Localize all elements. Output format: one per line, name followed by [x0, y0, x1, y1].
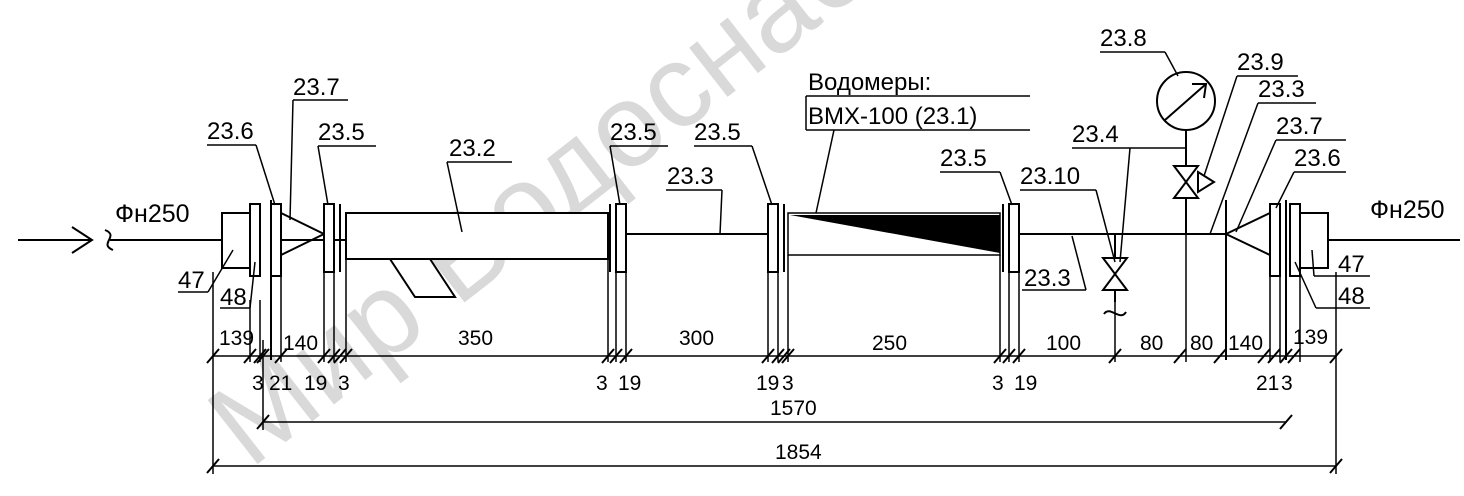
dim-140-left: 140	[283, 332, 318, 355]
flange-23-5-b	[615, 203, 627, 273]
dim-3-c: 3	[596, 372, 608, 395]
inlet-arrow	[18, 226, 222, 254]
callout-47-right: 47	[1338, 251, 1365, 278]
callout-23-2: 23.2	[449, 135, 496, 162]
flange-23-5-a	[323, 203, 335, 273]
dim-total-1570: 1570	[770, 397, 817, 420]
flange-23-5-c	[767, 203, 779, 273]
dim-21-a: 21	[269, 372, 292, 395]
connector-47-left	[221, 212, 251, 269]
flange-48-right	[1289, 203, 1301, 277]
dim-3-d: 3	[782, 372, 794, 395]
callout-48-left: 48	[220, 284, 247, 311]
pipe-inlet-label: Фн250	[115, 200, 190, 228]
dim-3-b: 3	[338, 372, 350, 395]
reducer-23-7-right	[1223, 211, 1271, 257]
callout-23-5-c: 23.5	[694, 119, 741, 146]
dim-350: 350	[458, 327, 493, 350]
dim-139-left: 139	[219, 327, 254, 350]
reducer-23-7-left	[280, 211, 327, 257]
dim-300: 300	[679, 327, 714, 350]
callout-leaders	[178, 51, 1370, 309]
callout-47-left: 47	[178, 267, 205, 294]
dim-250: 250	[872, 332, 907, 355]
dim-19-c: 19	[756, 372, 779, 395]
callout-23-6-right: 23.6	[1294, 145, 1341, 172]
dimension-ticks	[206, 348, 1343, 474]
callout-23-3-a: 23.3	[667, 163, 714, 190]
callout-23-7-right: 23.7	[1276, 113, 1323, 140]
dim-19-a: 19	[304, 372, 327, 395]
connector-47-right	[1299, 212, 1329, 269]
dim-19-b: 19	[618, 372, 641, 395]
dim-3-e: 3	[992, 372, 1004, 395]
flange-23-5-d	[1008, 203, 1020, 273]
dim-21-b: 21	[1256, 372, 1279, 395]
callout-23-3-c: 23.3	[1024, 265, 1071, 292]
pipe-outlet-label: Фн250	[1370, 196, 1445, 224]
dim-80-b: 80	[1190, 332, 1213, 355]
callout-23-5-b: 23.5	[610, 119, 657, 146]
meter-model: ВМХ-100 (23.1)	[808, 103, 977, 130]
filter-23-2	[345, 212, 609, 260]
flange-23-6-left	[270, 203, 282, 277]
drain-valve-23-10	[1101, 234, 1129, 317]
dim-3-f: 3	[1281, 372, 1293, 395]
dimension-lines	[212, 234, 1337, 474]
dim-140-right: 140	[1228, 332, 1263, 355]
callout-23-10: 23.10	[1020, 163, 1080, 190]
dim-139-right: 139	[1293, 326, 1328, 349]
flange-48-left	[249, 203, 261, 277]
callout-48-right: 48	[1338, 283, 1365, 310]
dim-80-a: 80	[1140, 332, 1163, 355]
dim-19-d: 19	[1014, 372, 1037, 395]
filter-drain-branch	[388, 258, 457, 298]
callout-23-5-d: 23.5	[940, 145, 987, 172]
dim-total-1854: 1854	[775, 441, 822, 464]
callout-23-7-left: 23.7	[293, 74, 340, 101]
callout-23-5-a: 23.5	[318, 119, 365, 146]
flange-23-6-right	[1269, 203, 1281, 277]
water-meter	[787, 212, 1001, 256]
callout-23-9: 23.9	[1237, 49, 1284, 76]
dim-100: 100	[1046, 332, 1081, 355]
callout-23-8: 23.8	[1100, 25, 1147, 52]
callout-23-3-b: 23.3	[1258, 76, 1305, 103]
meter-title: Водомеры:	[808, 69, 931, 96]
dim-3-a: 3	[252, 372, 264, 395]
callout-23-4: 23.4	[1072, 121, 1119, 148]
callout-23-6-left: 23.6	[207, 118, 254, 145]
pressure-gauge-branch	[1156, 71, 1216, 234]
